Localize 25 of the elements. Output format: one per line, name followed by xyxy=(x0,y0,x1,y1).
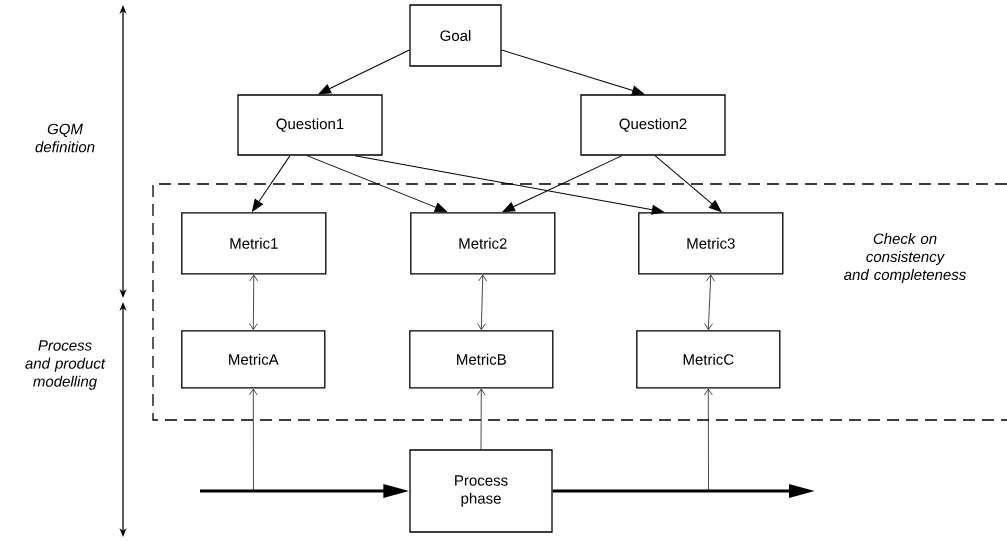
arrow xyxy=(476,388,486,450)
process-box: Process phase xyxy=(409,449,553,533)
process-box: Goal xyxy=(409,4,502,67)
process-box: Question2 xyxy=(580,94,726,156)
side-label: Process and product modelling xyxy=(25,340,106,390)
arrow xyxy=(249,274,259,330)
arrow xyxy=(354,155,664,215)
process-box: Metric2 xyxy=(410,212,556,275)
arrow xyxy=(654,155,722,212)
arrow xyxy=(703,388,713,492)
arrow xyxy=(704,274,715,330)
arrow xyxy=(248,388,258,492)
side-label: GQM definition xyxy=(35,123,95,153)
process-box: MetricB xyxy=(409,330,554,389)
process-box: Metric3 xyxy=(638,212,784,275)
arrow xyxy=(477,274,487,330)
process-box: MetricA xyxy=(181,330,326,389)
arrow xyxy=(318,49,410,95)
arrow xyxy=(502,155,623,213)
arrow xyxy=(501,49,645,96)
process-box: Question1 xyxy=(237,94,383,156)
arrow xyxy=(306,155,447,213)
arrow xyxy=(252,155,291,212)
process-box: Metric1 xyxy=(181,212,327,275)
process-box: MetricC xyxy=(636,330,781,389)
